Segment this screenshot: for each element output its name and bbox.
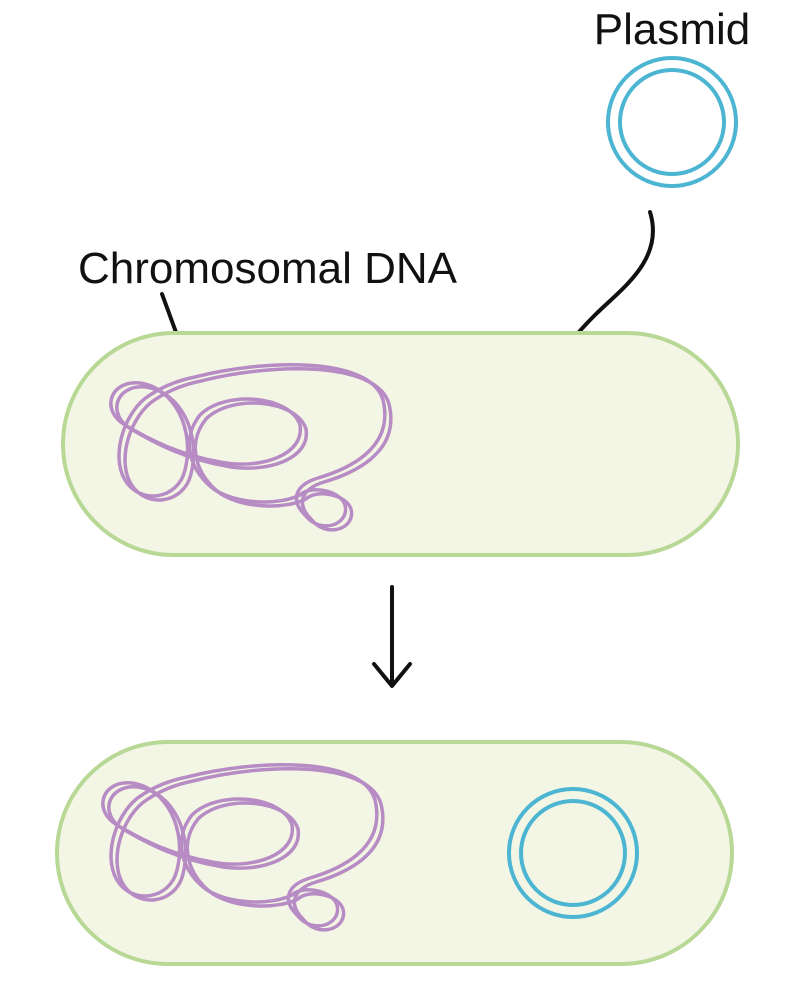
- chromosomal-dna-label: Chromosomal DNA: [78, 244, 458, 293]
- plasmid-outer-ring: [606, 56, 738, 188]
- bacterium-after: [55, 740, 734, 966]
- plasmid-label: Plasmid: [594, 5, 751, 54]
- plasmid-outer-ring: [507, 787, 639, 919]
- plasmid-inner-ring: [618, 68, 726, 176]
- plasmid-inner-ring: [519, 799, 627, 907]
- bacterium-before: [61, 331, 740, 557]
- internalized-plasmid: [507, 787, 639, 919]
- down-arrow-icon: [372, 585, 412, 688]
- bacterial-cell-wall: [55, 740, 734, 966]
- free-plasmid: [606, 56, 738, 188]
